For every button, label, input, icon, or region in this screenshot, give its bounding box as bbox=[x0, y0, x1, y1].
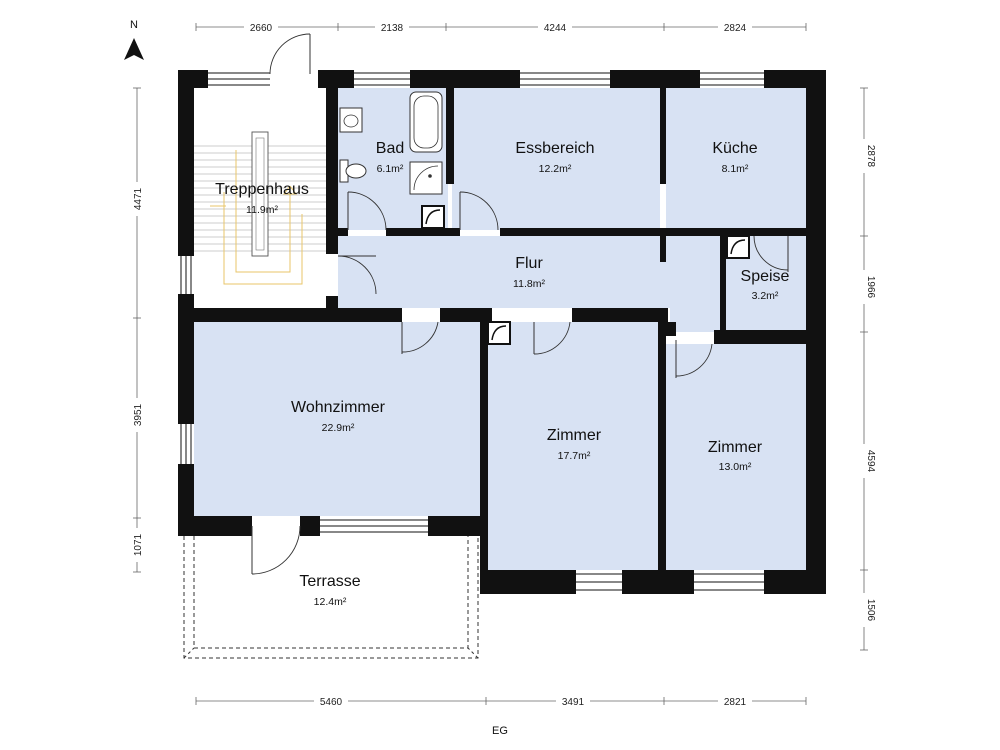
bathtub bbox=[409, 91, 443, 153]
room-name-zimmer-1: Zimmer bbox=[547, 427, 602, 444]
north-arrow-icon bbox=[124, 38, 144, 60]
wohnzimmer-floor bbox=[194, 322, 480, 516]
room-area-treppenhaus: 11.9m² bbox=[246, 204, 278, 216]
room-area-zimmer-1: 17.7m² bbox=[558, 450, 591, 462]
dim-top-1: 2660 bbox=[250, 23, 273, 34]
dim-bottom-3: 2821 bbox=[724, 697, 747, 708]
terrace bbox=[183, 536, 479, 659]
room-name-speise: Speise bbox=[741, 268, 790, 285]
dim-left-3: 1071 bbox=[133, 533, 144, 556]
room-area-wohnzimmer: 22.9m² bbox=[322, 422, 355, 434]
dim-top-2: 2138 bbox=[381, 23, 404, 34]
dim-left-2: 3951 bbox=[133, 403, 144, 426]
room-area-speise: 3.2m² bbox=[752, 290, 779, 302]
dimension-right: 2878 1966 4594 1506 bbox=[857, 87, 876, 651]
essbereich-floor bbox=[452, 88, 660, 230]
room-area-kueche: 8.1m² bbox=[722, 163, 749, 175]
zimmer-2-floor bbox=[666, 344, 806, 570]
room-name-zimmer-2: Zimmer bbox=[708, 439, 763, 456]
dimension-top: 2660 2138 4244 2824 bbox=[195, 20, 807, 34]
bathroom-fixtures bbox=[339, 91, 443, 195]
dim-bottom-2: 3491 bbox=[562, 697, 585, 708]
stair-walkline bbox=[210, 150, 303, 285]
flur-floor bbox=[338, 236, 720, 308]
shaft-bad bbox=[421, 205, 445, 229]
dim-left-1: 4471 bbox=[133, 187, 144, 210]
staircase bbox=[194, 88, 328, 308]
room-area-terrasse: 12.4m² bbox=[314, 596, 347, 608]
room-name-kueche: Küche bbox=[712, 140, 757, 157]
windows bbox=[180, 72, 764, 591]
dim-bottom-1: 5460 bbox=[320, 697, 343, 708]
washbasin bbox=[339, 107, 363, 133]
room-name-treppenhaus: Treppenhaus bbox=[215, 181, 309, 198]
floor-areas bbox=[194, 88, 806, 570]
shaft-zimmer bbox=[487, 321, 511, 345]
room-area-zimmer-2: 13.0m² bbox=[719, 461, 752, 473]
shower bbox=[409, 161, 443, 195]
dim-top-3: 4244 bbox=[544, 23, 567, 34]
shaft-speise bbox=[726, 235, 750, 259]
dim-right-1: 2878 bbox=[865, 145, 876, 168]
dim-right-3: 4594 bbox=[865, 450, 876, 473]
zimmer-1-floor bbox=[488, 322, 658, 570]
kueche-floor bbox=[666, 88, 806, 230]
north-arrow: N bbox=[124, 19, 144, 60]
dim-right-4: 1506 bbox=[865, 599, 876, 622]
room-name-wohnzimmer: Wohnzimmer bbox=[291, 399, 386, 416]
doors bbox=[251, 33, 789, 575]
walls bbox=[178, 70, 826, 594]
flur-extension-floor bbox=[670, 236, 720, 332]
dim-right-2: 1966 bbox=[865, 276, 876, 299]
room-name-bad: Bad bbox=[376, 140, 404, 157]
level-label: EG bbox=[492, 725, 508, 737]
dimension-left: 4471 3951 1071 bbox=[130, 87, 144, 573]
room-labels: Treppenhaus 11.9m² Bad 6.1m² Essbereich … bbox=[215, 140, 789, 608]
north-label: N bbox=[130, 19, 138, 31]
room-area-flur: 11.8m² bbox=[513, 278, 545, 290]
room-name-terrasse: Terrasse bbox=[299, 573, 360, 590]
room-area-bad: 6.1m² bbox=[377, 163, 404, 175]
room-name-essbereich: Essbereich bbox=[515, 140, 594, 157]
dim-top-4: 2824 bbox=[724, 23, 747, 34]
room-area-essbereich: 12.2m² bbox=[539, 163, 572, 175]
room-name-flur: Flur bbox=[515, 255, 543, 272]
dimension-bottom: 5460 3491 2821 bbox=[195, 694, 807, 708]
shafts bbox=[421, 205, 750, 345]
